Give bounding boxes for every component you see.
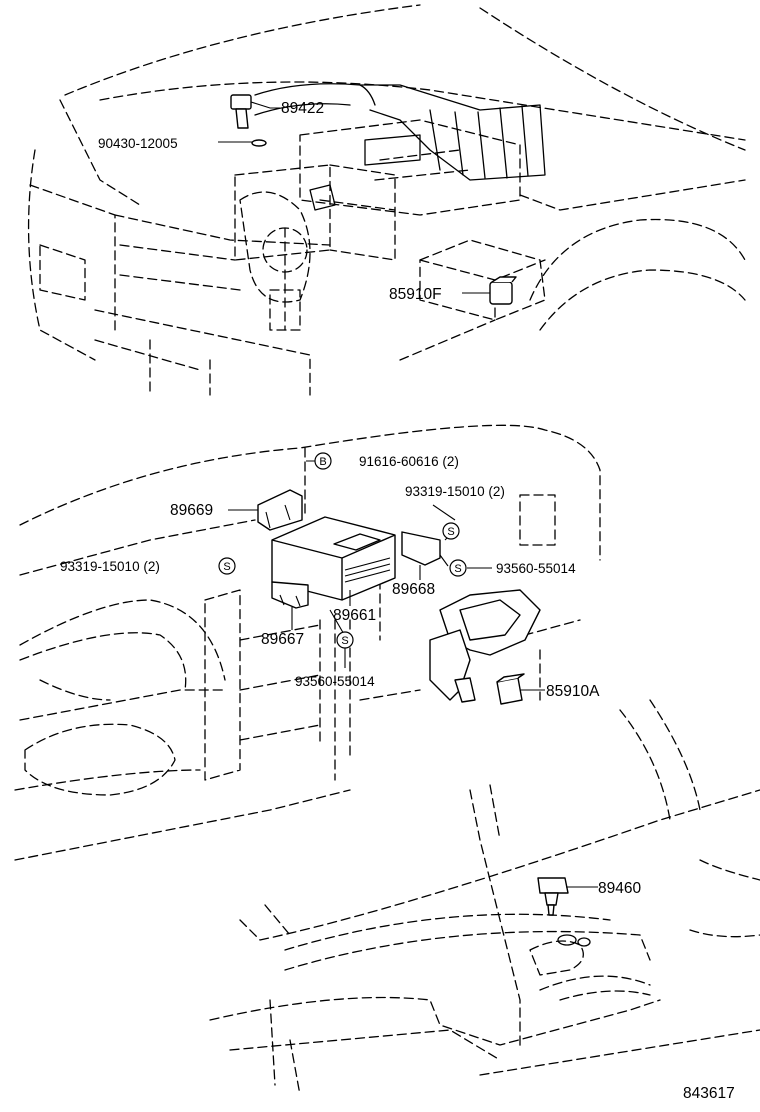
label-89460: 89460 [598, 880, 641, 897]
ecu-89661-part [271, 516, 396, 601]
label-91616-60616: 91616-60616 (2) [359, 454, 459, 469]
sensor-89460-part [537, 877, 569, 916]
dashboard-view [14, 424, 601, 861]
relay-85910a-part [496, 673, 525, 705]
bracket-89669-part [257, 489, 303, 531]
sensor-89422-part [230, 94, 252, 129]
svg-text:S: S [454, 563, 461, 575]
bolt-symbol-b: B [314, 452, 332, 470]
svg-text:S: S [447, 526, 454, 538]
label-90430-12005: 90430-12005 [98, 136, 178, 151]
label-93319-15010-left: 93319-15010 (2) [60, 559, 160, 574]
relay-bracket-assembly [429, 589, 541, 703]
label-89661: 89661 [333, 607, 376, 624]
body-side-view [209, 699, 760, 1096]
catalog-number: 843617 [683, 1085, 735, 1102]
relay-85910f-part [489, 276, 517, 305]
bracket-89667-part [271, 581, 309, 609]
label-85910f: 85910F [389, 286, 442, 303]
gasket-90430-part [251, 139, 267, 147]
label-85910a: 85910A [546, 683, 600, 700]
screw-symbol-s-left: S [218, 557, 236, 575]
label-93560-55014-left: 93560-55014 [295, 674, 375, 689]
label-93319-15010-right: 93319-15010 (2) [405, 484, 505, 499]
label-89669: 89669 [170, 502, 213, 519]
label-93560-55014-right: 93560-55014 [496, 561, 576, 576]
label-89667: 89667 [261, 631, 304, 648]
screw-symbol-s-upper-right: S [442, 522, 460, 540]
label-89668: 89668 [392, 581, 435, 598]
svg-text:B: B [319, 456, 326, 468]
engine-compartment-view [27, 4, 746, 396]
screw-symbol-s-right: S [449, 559, 467, 577]
leader-lines [218, 101, 598, 888]
screw-symbol-s-lower: S [336, 631, 354, 649]
label-89422: 89422 [281, 100, 324, 117]
bracket-89668-part [401, 531, 441, 566]
svg-text:S: S [341, 635, 348, 647]
svg-text:S: S [223, 561, 230, 573]
